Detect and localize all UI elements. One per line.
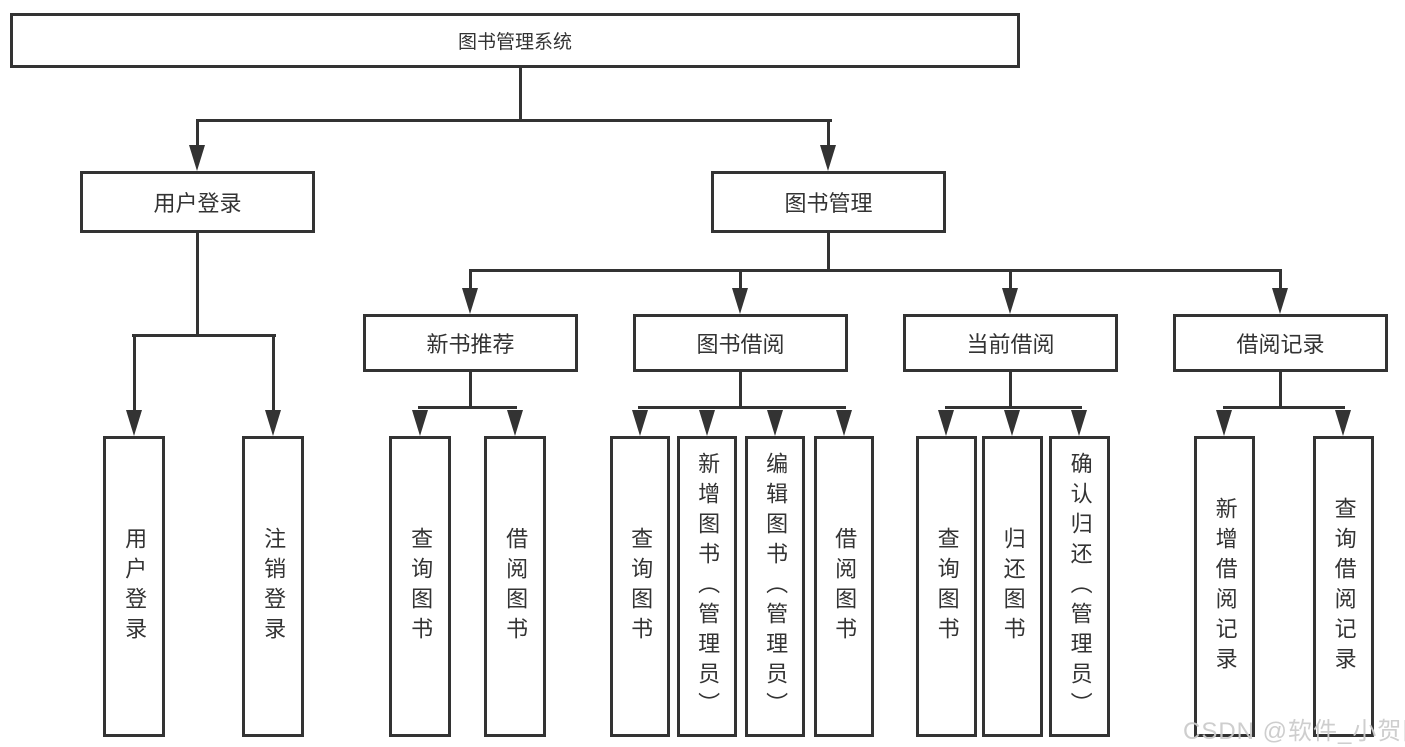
arrow-down-icon: [632, 410, 648, 436]
csdn-watermark: CSDN @软件_小贺同学: [1183, 718, 1405, 745]
leaf-label: 借阅图书: [832, 526, 858, 647]
arrow-down-icon: [836, 410, 852, 436]
leaf-label: 用户登录: [122, 526, 148, 647]
connector-drop-level3: [469, 272, 472, 290]
arrow-down-icon: [1335, 410, 1351, 436]
arrow-down-icon: [265, 410, 281, 436]
arrow-down-icon: [732, 288, 748, 314]
leaf-label: 查询图书: [934, 526, 960, 647]
node-new-book-recommend: 新书推荐: [363, 314, 578, 372]
node-book-borrow: 图书借阅: [633, 314, 848, 372]
node-current-borrow: 当前借阅: [903, 314, 1118, 372]
connector-group-drop: [1009, 372, 1012, 409]
node-label: 当前借阅: [966, 332, 1055, 357]
arrow-down-icon: [412, 410, 428, 436]
connector-group: [638, 406, 846, 409]
leaf-label: 查询图书: [628, 526, 654, 647]
node-label: 借阅记录: [1236, 332, 1325, 357]
connector-root-drop: [519, 68, 522, 122]
leaf-confirm-return-admin: 确认归还（管理员）: [1049, 436, 1110, 737]
leaf-add-borrow-record: 新增借阅记录: [1194, 436, 1255, 737]
arrow-down-icon: [1004, 410, 1020, 436]
leaf-query-books-borrow: 查询图书: [610, 436, 670, 737]
arrow-down-icon: [1071, 410, 1087, 436]
leaf-label: 注销登录: [261, 526, 287, 647]
node-label: 图书管理: [784, 191, 873, 216]
arrow-down-icon: [189, 145, 205, 171]
leaf-label: 查询图书: [408, 526, 434, 647]
leaf-edit-books-admin: 编辑图书（管理员）: [745, 436, 805, 737]
arrow-down-icon: [1002, 288, 1018, 314]
leaf-label: 借阅图书: [503, 526, 529, 647]
node-book-management: 图书管理: [711, 171, 946, 233]
connector-user-login-children: [132, 334, 276, 337]
leaf-user-login: 用户登录: [103, 436, 165, 737]
arrow-down-icon: [767, 410, 783, 436]
leaf-return-books: 归还图书: [982, 436, 1043, 737]
leaf-label: 查询借阅记录: [1331, 496, 1357, 677]
arrow-down-icon: [938, 410, 954, 436]
leaf-logout: 注销登录: [242, 436, 304, 737]
leaf-add-books-admin: 新增图书（管理员）: [677, 436, 737, 737]
arrow-down-icon: [1216, 410, 1232, 436]
connector-drop-book-management: [827, 120, 830, 148]
node-label: 新书推荐: [426, 332, 515, 357]
leaf-borrow-books-recommend: 借阅图书: [484, 436, 546, 737]
leaf-label: 归还图书: [1000, 526, 1026, 647]
connector-group-drop: [739, 372, 742, 409]
node-user-login: 用户登录: [80, 171, 315, 233]
connector-drop-user-login: [196, 120, 199, 148]
connector-drop-level3: [1279, 272, 1282, 290]
connector-group-drop: [469, 372, 472, 409]
arrow-down-icon: [126, 410, 142, 436]
connector-book-management-drop: [827, 233, 830, 272]
connector-drop-leaf: [133, 336, 136, 412]
node-label: 用户登录: [153, 191, 242, 216]
connector-level3: [469, 269, 1282, 272]
connector-group: [945, 406, 1082, 409]
connector-drop-level3: [739, 272, 742, 290]
connector-group-drop: [1279, 372, 1282, 409]
arrow-down-icon: [699, 410, 715, 436]
connector-drop-leaf: [272, 336, 275, 412]
node-borrow-records: 借阅记录: [1173, 314, 1388, 372]
connector-drop-level3: [1009, 272, 1012, 290]
arrow-down-icon: [507, 410, 523, 436]
node-root-system: 图书管理系统: [10, 13, 1020, 68]
leaf-query-books-recommend: 查询图书: [389, 436, 451, 737]
arrow-down-icon: [1272, 288, 1288, 314]
leaf-label: 新增借阅记录: [1212, 496, 1238, 677]
leaf-label: 编辑图书（管理员）: [763, 451, 789, 722]
leaf-label: 确认归还（管理员）: [1067, 451, 1093, 722]
connector-group: [418, 406, 517, 409]
node-label: 图书管理系统: [457, 32, 572, 53]
leaf-query-borrow-record: 查询借阅记录: [1313, 436, 1374, 737]
connector-group: [1223, 406, 1345, 409]
leaf-query-books-current: 查询图书: [916, 436, 977, 737]
connector-user-login-drop: [196, 233, 199, 336]
arrow-down-icon: [462, 288, 478, 314]
leaf-borrow-books: 借阅图书: [814, 436, 874, 737]
connector-level2: [196, 119, 832, 122]
arrow-down-icon: [820, 145, 836, 171]
node-label: 图书借阅: [696, 332, 785, 357]
leaf-label: 新增图书（管理员）: [695, 451, 721, 722]
